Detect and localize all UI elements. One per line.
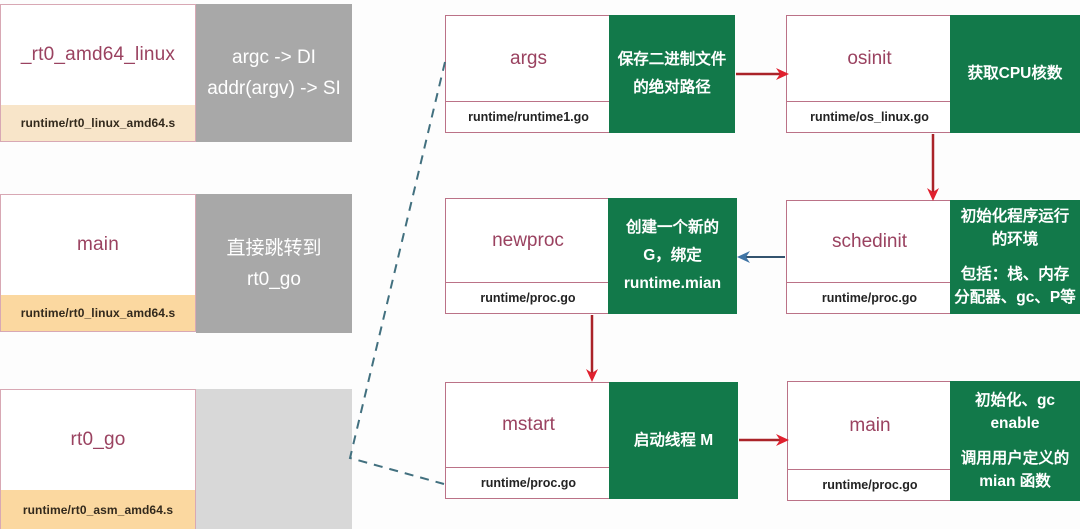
node-file-label: runtime/rt0_linux_amd64.s	[1, 295, 195, 331]
arrow-args-osinit	[736, 68, 789, 80]
arrow-mstart-main	[739, 434, 789, 446]
node-desc: 启动线程 M	[609, 382, 738, 499]
node-file-label: runtime/proc.go	[787, 282, 952, 313]
node-file-label: runtime/runtime1.go	[446, 101, 611, 132]
node-file-label: runtime/proc.go	[788, 469, 952, 500]
node-file-label: runtime/os_linux.go	[787, 101, 952, 132]
node-args: args runtime/runtime1.go 保存二进制文件 的绝对路径	[445, 15, 735, 133]
node-title: main	[849, 414, 891, 436]
node-rt0-amd64-linux: _rt0_amd64_linux runtime/rt0_linux_amd64…	[0, 4, 196, 142]
node-rt0-go: rt0_go runtime/rt0_asm_amd64.s	[0, 389, 196, 529]
node-schedinit: schedinit runtime/proc.go 初始化程序运行的环境包括：栈…	[786, 200, 1080, 314]
node-title: _rt0_amd64_linux	[20, 44, 176, 65]
note-asm-main: 直接跳转到 rt0_go	[196, 194, 352, 333]
node-file-label: runtime/proc.go	[446, 467, 611, 498]
node-desc: 获取CPU核数	[950, 15, 1080, 133]
arrow-osinit-schedinit	[927, 134, 939, 201]
node-file-label: runtime/proc.go	[446, 282, 610, 313]
dashed-call-line	[348, 61, 446, 485]
node-title: mstart	[502, 414, 555, 435]
node-title: main	[77, 234, 119, 255]
node-asm-main: main runtime/rt0_linux_amd64.s	[0, 194, 196, 332]
node-file-label: runtime/rt0_linux_amd64.s	[1, 105, 195, 141]
node-title: newproc	[492, 229, 564, 251]
node-title: schedinit	[832, 230, 907, 252]
node-desc: 保存二进制文件 的绝对路径	[609, 15, 735, 133]
node-newproc: newproc runtime/proc.go 创建一个新的 G，绑定 runt…	[445, 198, 737, 314]
node-title: args	[510, 47, 547, 69]
node-mstart: mstart runtime/proc.go 启动线程 M	[445, 382, 738, 499]
node-desc: 创建一个新的 G，绑定 runtime.mian	[608, 198, 737, 314]
node-title: rt0_go	[70, 429, 126, 450]
note-rt0-amd64-linux: argc -> DI addr(argv) -> SI	[196, 4, 352, 142]
node-file-label: runtime/rt0_asm_amd64.s	[1, 490, 195, 529]
node-desc: 初始化程序运行的环境包括：栈、内存分配器、gc、P等	[950, 200, 1080, 314]
note-rt0-go	[196, 389, 352, 529]
arrow-newproc-mstart	[586, 315, 598, 382]
node-title: osinit	[847, 47, 892, 69]
node-osinit: osinit runtime/os_linux.go 获取CPU核数	[786, 15, 1080, 133]
arrow-schedinit-newproc	[737, 251, 785, 263]
